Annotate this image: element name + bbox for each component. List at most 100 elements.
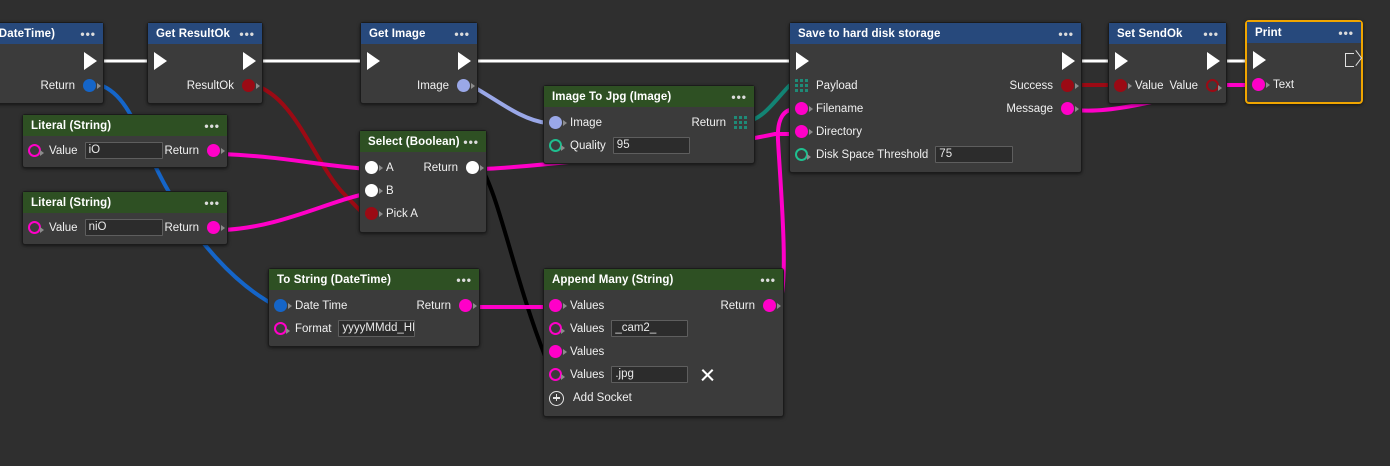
socket-values-2[interactable] [549,345,567,358]
node-select-boolean[interactable]: Select (Boolean) ••• A Return B Pick A [359,130,487,233]
input-values-3[interactable]: .jpg [611,366,689,383]
socket-success[interactable] [1061,79,1079,92]
socket-resultok[interactable] [242,79,260,92]
node-title-bar[interactable]: Save to hard disk storage ••• [790,23,1081,44]
node-menu-icon[interactable]: ••• [204,118,220,133]
pin-label-return: Return [720,299,755,312]
socket-return[interactable] [83,79,101,92]
node-set-sendok[interactable]: Set SendOk ••• Value Value [1108,22,1227,104]
socket-value-output[interactable] [1206,79,1222,92]
node-print[interactable]: Print ••• Text [1245,20,1363,104]
wire-getimage-to-imagetojpg [469,83,548,125]
socket-return[interactable] [207,144,225,157]
pin-label: Return [40,79,75,92]
exec-input-arrow-icon[interactable] [1115,52,1128,70]
socket-return[interactable] [207,221,225,234]
socket-image[interactable] [549,116,567,129]
remove-socket-icon[interactable] [700,368,714,382]
node-menu-icon[interactable]: ••• [80,26,96,41]
node-title-bar[interactable]: Get Image ••• [361,23,477,44]
node-save-to-hard-disk-storage[interactable]: Save to hard disk storage ••• Payload Su… [789,22,1082,173]
socket-message[interactable] [1061,102,1079,115]
socket-value[interactable] [28,144,44,157]
output-pin-image[interactable]: Image [361,74,477,97]
node-menu-icon[interactable]: ••• [760,272,776,287]
exec-input-arrow-icon[interactable] [154,52,167,70]
node-literal-string-1[interactable]: Literal (String) ••• Value iO Return [22,114,228,168]
exec-input-arrow-icon[interactable] [796,52,809,70]
node-title-bar[interactable]: Literal (String) ••• [23,115,227,136]
input-disk-space-threshold[interactable]: 75 [935,146,1014,163]
input-literal-value[interactable]: niO [84,219,163,236]
exec-output-arrow-icon[interactable] [1062,52,1075,70]
node-menu-icon[interactable]: ••• [456,272,472,287]
output-pin-resultok[interactable]: ResultOk [148,74,262,97]
node-title-text: Literal (String) [31,119,112,132]
socket-return-array[interactable] [734,116,747,129]
socket-a[interactable] [365,161,383,174]
socket-value[interactable] [28,221,44,234]
node-now-datetime[interactable]: Now (DateTime) ••• Return [0,22,104,104]
socket-payload-array[interactable] [795,79,808,92]
node-title-bar[interactable]: Now (DateTime) ••• [0,23,103,44]
node-menu-icon[interactable]: ••• [1203,26,1219,41]
pin-label-return: Return [164,144,199,157]
socket-values-1[interactable] [549,322,565,335]
pin-row-payload-success: Payload Success [790,74,1081,97]
socket-values-3[interactable] [549,368,565,381]
node-to-string-datetime[interactable]: To String (DateTime) ••• Date Time Retur… [268,268,480,347]
add-socket-button[interactable]: Add Socket [544,386,783,410]
input-format[interactable]: yyyyMMdd_HH [338,320,416,337]
node-title-bar[interactable]: Set SendOk ••• [1109,23,1226,44]
socket-text[interactable] [1252,78,1270,91]
node-get-resultok[interactable]: Get ResultOk ••• ResultOk [147,22,263,104]
exec-output-arrow-icon[interactable] [1207,52,1220,70]
socket-format[interactable] [274,322,290,335]
node-title-bar[interactable]: Print ••• [1247,22,1361,43]
socket-return[interactable] [763,299,781,312]
node-title-bar[interactable]: Append Many (String) ••• [544,269,783,290]
node-title-bar[interactable]: Get ResultOk ••• [148,23,262,44]
pin-label-quality: Quality [570,139,606,152]
node-menu-icon[interactable]: ••• [463,134,479,149]
socket-date-time[interactable] [274,299,292,312]
pin-label-values-1: Values [570,322,605,335]
exec-output-arrow-icon[interactable] [243,52,256,70]
node-menu-icon[interactable]: ••• [204,195,220,210]
node-literal-string-2[interactable]: Literal (String) ••• Value niO Return [22,191,228,245]
node-menu-icon[interactable]: ••• [1338,25,1354,40]
node-menu-icon[interactable]: ••• [731,89,747,104]
socket-b[interactable] [365,184,383,197]
plus-circle-icon [549,390,564,406]
socket-return[interactable] [466,161,484,174]
socket-directory[interactable] [795,125,813,138]
node-image-to-jpg[interactable]: Image To Jpg (Image) ••• Image Return Qu… [543,85,755,164]
socket-return[interactable] [459,299,477,312]
input-literal-value[interactable]: iO [84,142,163,159]
node-title-bar[interactable]: Select (Boolean) ••• [360,131,486,152]
socket-values-0[interactable] [549,299,567,312]
exec-output-arrow-icon[interactable] [84,52,97,70]
input-values-1[interactable]: _cam2_ [611,320,689,337]
socket-quality[interactable] [549,139,565,152]
input-quality[interactable]: 95 [612,137,690,154]
socket-image[interactable] [457,79,475,92]
node-menu-icon[interactable]: ••• [454,26,470,41]
socket-disk-space-threshold[interactable] [795,148,811,161]
node-get-image[interactable]: Get Image ••• Image [360,22,478,104]
socket-value-input[interactable] [1114,79,1132,92]
node-append-many-string[interactable]: Append Many (String) ••• Values Return V… [543,268,784,417]
exec-input-arrow-icon[interactable] [367,52,380,70]
exec-output-arrow-icon[interactable] [1345,53,1355,67]
output-pin-return[interactable]: Return [0,74,103,97]
node-title-bar[interactable]: To String (DateTime) ••• [269,269,479,290]
node-title-bar[interactable]: Literal (String) ••• [23,192,227,213]
node-menu-icon[interactable]: ••• [239,26,255,41]
node-title-bar[interactable]: Image To Jpg (Image) ••• [544,86,754,107]
socket-filename[interactable] [795,102,813,115]
exec-output-arrow-icon[interactable] [458,52,471,70]
exec-input-arrow-icon[interactable] [1253,51,1266,69]
node-menu-icon[interactable]: ••• [1058,26,1074,41]
socket-pick-a[interactable] [365,207,383,220]
